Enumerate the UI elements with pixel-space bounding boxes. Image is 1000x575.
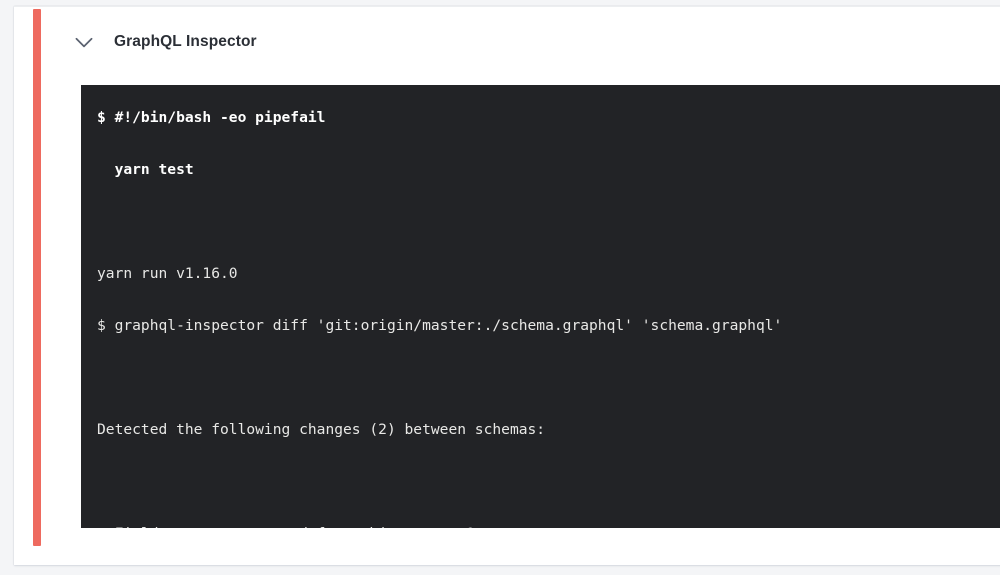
terminal-command-text: yarn test [97,161,194,178]
build-step-card: GraphQL Inspector $ #!/bin/bash -eo pipe… [14,6,1000,565]
terminal-log[interactable]: $ #!/bin/bash -eo pipefail yarn test yar… [81,85,1000,528]
breaking-change-x-icon: ✖ [97,525,106,528]
status-rail-failed [33,9,41,546]
terminal-line: $ graphql-inspector diff 'git:origin/mas… [97,317,783,334]
terminal-line: yarn test [97,157,1000,183]
terminal-line [97,209,1000,235]
terminal-line: $ #!/bin/bash -eo pipefail [97,105,1000,131]
terminal-command-text: $ #!/bin/bash -eo pipefail [97,109,326,126]
step-header[interactable]: GraphQL Inspector [55,21,257,63]
terminal-log-lines: $ #!/bin/bash -eo pipefail yarn test yar… [97,105,1000,528]
terminal-line [97,469,1000,495]
terminal-line: ✖ Field user was removed from object typ… [97,521,1000,528]
terminal-line: yarn run v1.16.0 [97,265,238,282]
step-title: GraphQL Inspector [114,33,257,50]
terminal-line: Detected the following changes (2) betwe… [97,421,546,438]
chevron-down-icon[interactable] [71,29,97,55]
terminal-line [97,365,1000,391]
